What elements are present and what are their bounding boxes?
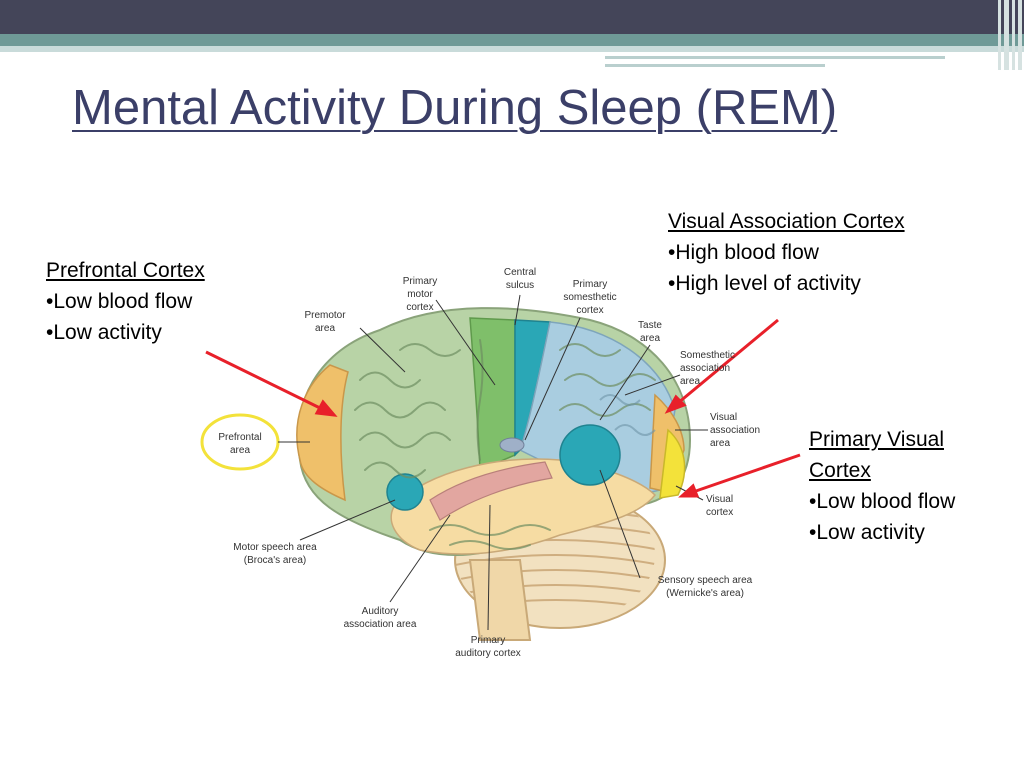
callout-primary-visual-heading-1: Primary Visual bbox=[809, 428, 944, 451]
deco-line bbox=[605, 56, 945, 59]
callout-primary-visual: Primary Visual Cortex •Low blood flow •L… bbox=[809, 424, 955, 548]
top-stripe-light bbox=[0, 46, 1024, 52]
callout-prefrontal-heading: Prefrontal Cortex bbox=[46, 259, 205, 282]
top-stripe bbox=[0, 34, 1024, 46]
callout-primary-visual-item: •Low blood flow bbox=[809, 490, 956, 513]
callout-primary-visual-heading-2: Cortex bbox=[809, 459, 871, 482]
callout-visual-association: Visual Association Cortex •High blood fl… bbox=[668, 206, 905, 299]
gyri-texture bbox=[354, 339, 656, 550]
deco-line bbox=[605, 64, 825, 67]
brain-stem bbox=[468, 559, 532, 641]
callout-prefrontal-item: •Low blood flow bbox=[46, 290, 193, 313]
callout-visual-association-heading: Visual Association Cortex bbox=[668, 210, 905, 233]
callout-prefrontal-item: •Low activity bbox=[46, 321, 162, 344]
visual-cortex-region bbox=[659, 428, 686, 499]
broca-area bbox=[386, 473, 424, 511]
taste-area bbox=[499, 437, 525, 453]
slide-title: Mental Activity During Sleep (REM) bbox=[72, 81, 838, 135]
prefrontal-region bbox=[296, 364, 349, 502]
auditory-region bbox=[429, 461, 553, 521]
top-bar bbox=[0, 0, 1024, 34]
callout-arrows bbox=[205, 318, 801, 498]
callout-primary-visual-item: •Low activity bbox=[809, 521, 925, 544]
label-motor-speech: Motor speech area(Broca's area) bbox=[233, 542, 317, 566]
wernicke-area bbox=[559, 424, 621, 486]
callout-visual-association-item: •High level of activity bbox=[668, 272, 861, 295]
leader-lines bbox=[278, 294, 708, 631]
label-sensory-speech: Sensory speech area(Wernicke's area) bbox=[658, 575, 753, 599]
callout-visual-association-item: •High blood flow bbox=[668, 241, 819, 264]
callout-prefrontal: Prefrontal Cortex •Low blood flow •Low a… bbox=[46, 255, 205, 348]
corner-bars bbox=[996, 0, 1024, 70]
